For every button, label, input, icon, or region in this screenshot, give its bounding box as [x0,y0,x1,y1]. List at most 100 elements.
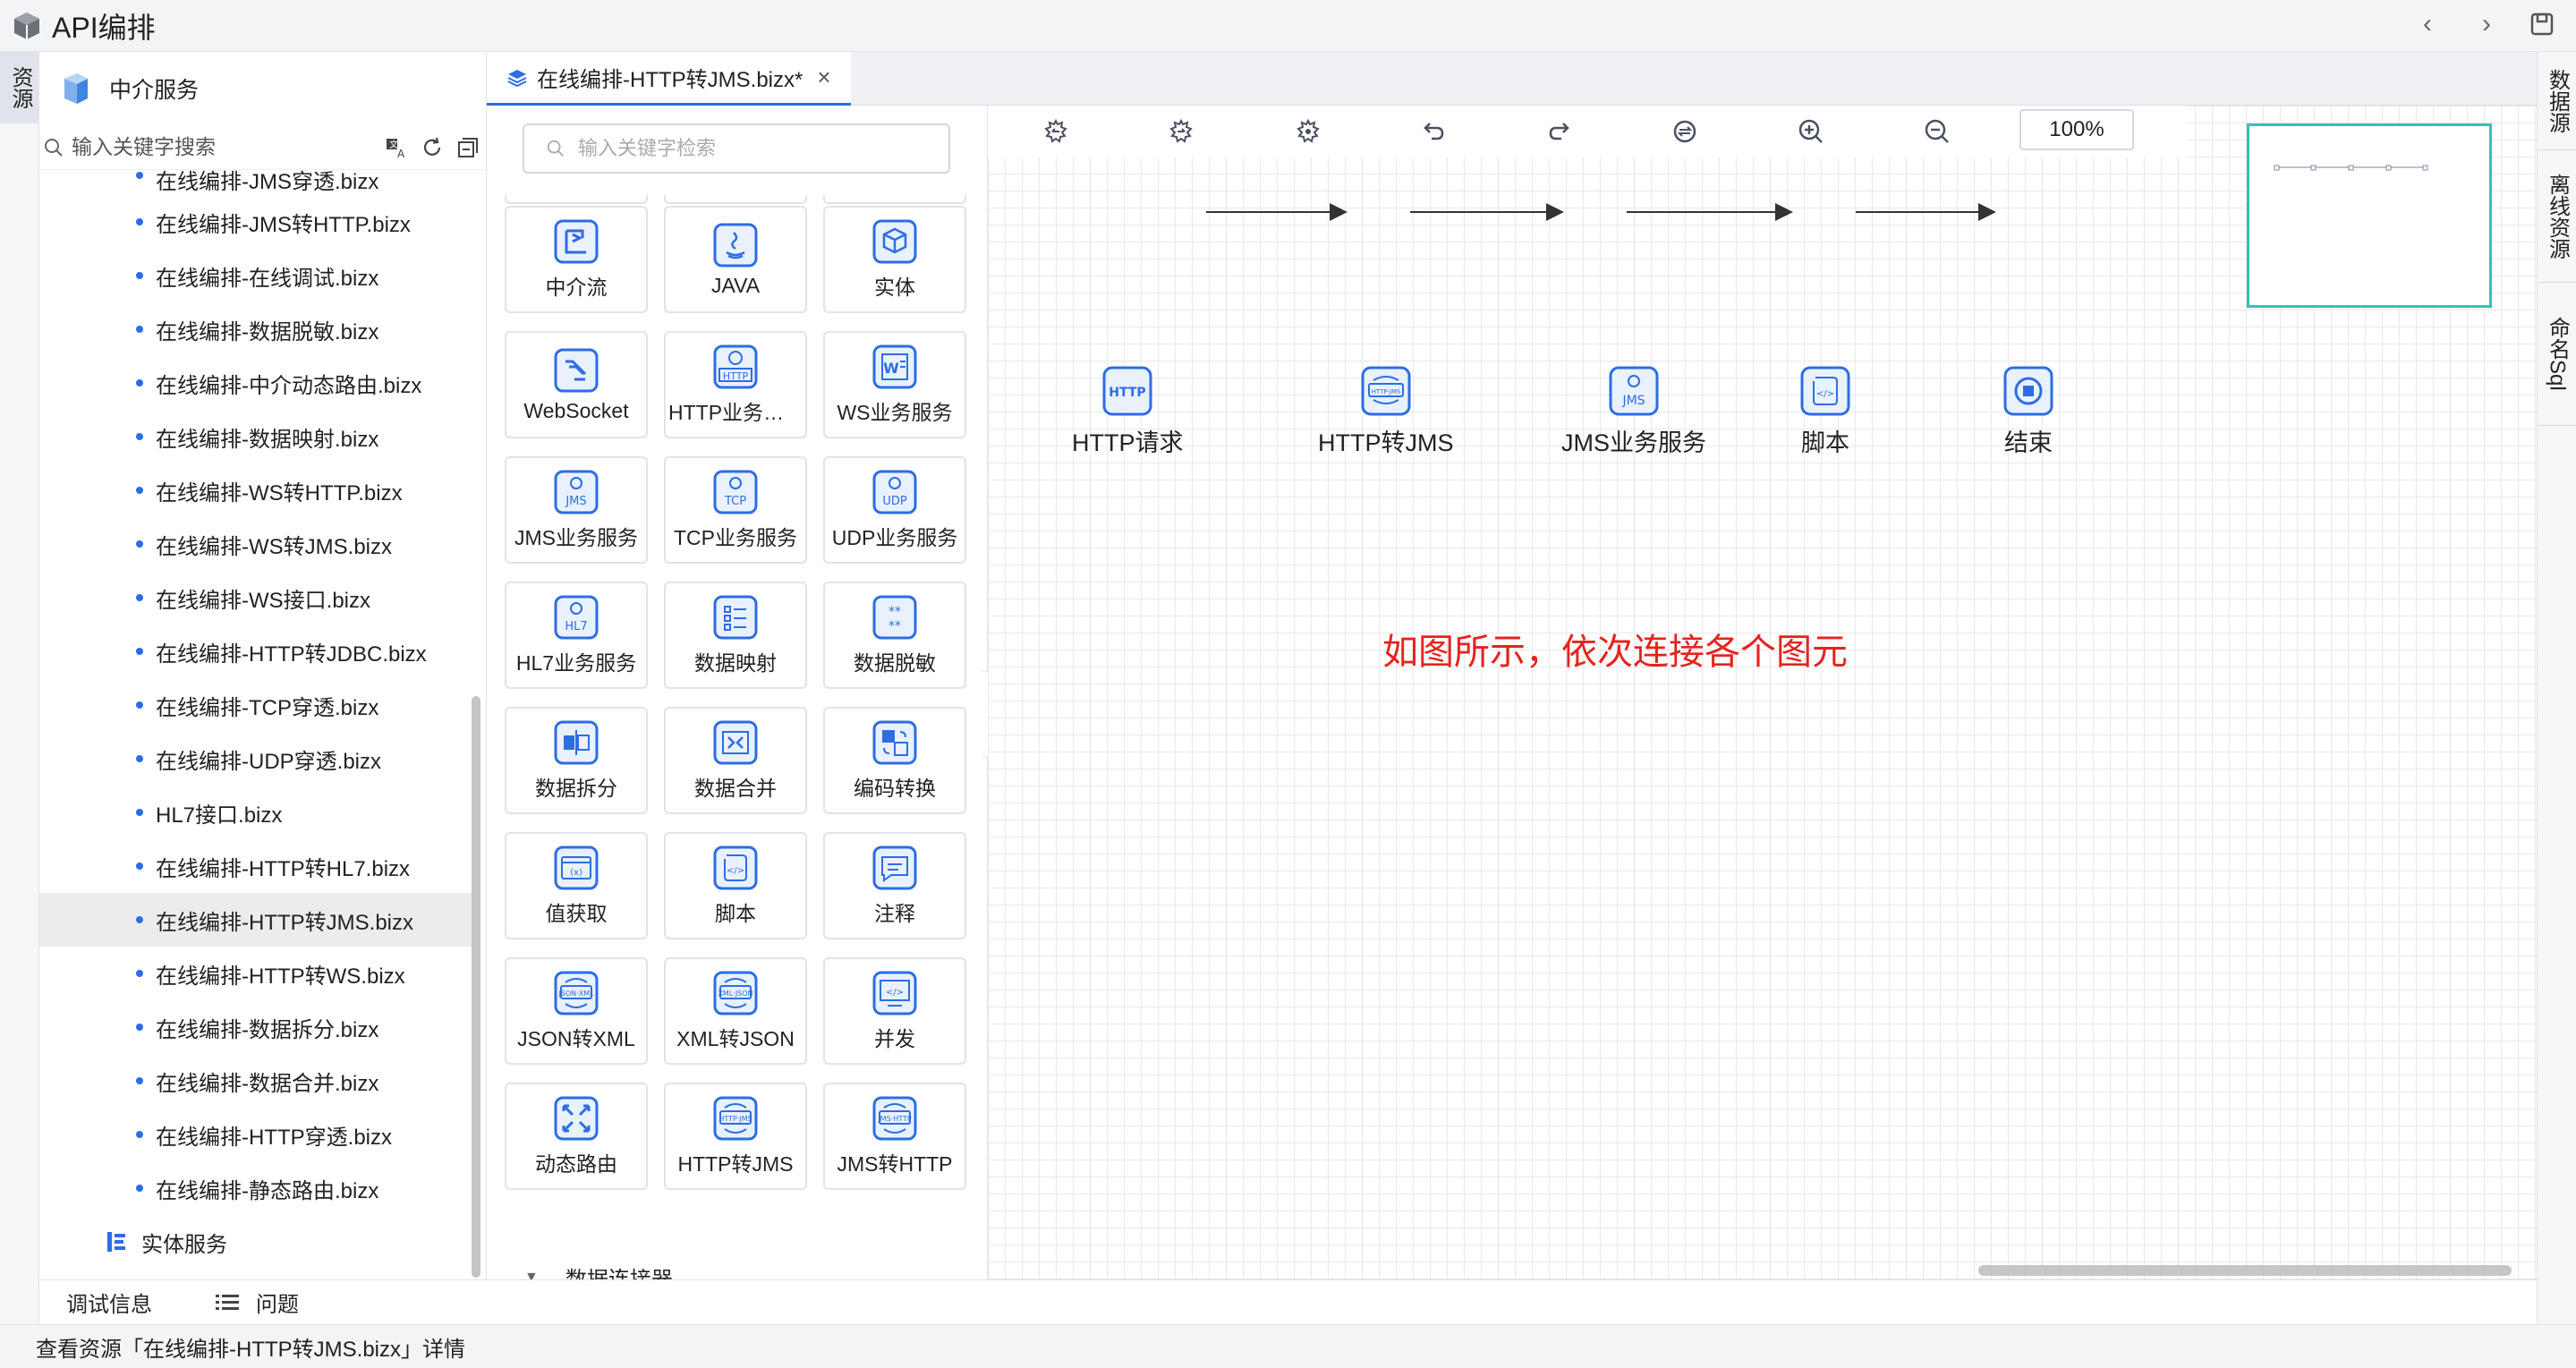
palette-item-jms-service[interactable]: JMS JMS业务服务 [505,456,648,564]
align-left-icon[interactable] [1041,117,1070,146]
tree-item[interactable]: 在线编排-WS转HTTP.bizx [39,463,472,517]
http-service-icon: HTTP [713,344,758,389]
minimap[interactable] [2247,123,2492,308]
list-icon [216,1294,239,1310]
flow-node-http-request[interactable]: HTTP HTTP请求 [1072,366,1184,458]
flow-node-http-to-jms[interactable]: HTTP·JMS HTTP转JMS [1318,366,1454,458]
refresh-icon[interactable] [419,134,446,161]
tcp-service-icon: TCP [713,470,758,514]
zoom-level-field[interactable]: 100% [2019,109,2134,150]
vtab-named-sql[interactable]: 命名Sql [2538,283,2576,426]
palette-item-data-split[interactable]: 数据拆分 [505,707,648,814]
resource-search-input[interactable] [72,135,376,159]
svg-text:W: W [883,360,899,377]
ws-service-icon: W [872,344,917,389]
palette-item-http-service[interactable]: HTTP HTTP业务服务 [664,331,807,438]
palette-item-http-to-jms[interactable]: HTTP·JMS HTTP转JMS [664,1083,807,1190]
java-icon [713,223,758,267]
svg-text:A: A [397,148,405,159]
tree-item[interactable]: 在线编排-WS接口.bizx [39,571,472,625]
search-icon [45,138,63,157]
tree-item[interactable]: 在线编排-TCP穿透.bizx [39,678,472,732]
tree-item[interactable]: 在线编排-数据脱敏.bizx [39,302,472,356]
palette-item-xml-to-json[interactable]: XML·JSON XML转JSON [664,957,807,1065]
component-palette: 中介流 JAVA 实体 WebSocket HTTP HTTP业务服务 W WS… [487,106,988,1292]
palette-item-jms-to-http[interactable]: JMS·HTTP JMS转HTTP [823,1083,966,1190]
undo-icon[interactable] [1419,117,1448,146]
palette-item-websocket[interactable]: WebSocket [505,331,648,438]
palette-item-mediation-flow[interactable]: 中介流 [505,206,648,313]
collapse-all-icon[interactable] [455,134,481,161]
flow-canvas[interactable]: 100% [988,106,2537,1279]
auto-layout-icon[interactable] [1671,117,1699,146]
align-right-icon[interactable] [1294,117,1322,146]
tree-item[interactable]: 在线编排-在线调试.bizx [39,249,472,302]
palette-item-udp-service[interactable]: UDP UDP业务服务 [823,456,966,564]
tree-item[interactable]: 在线编排-数据映射.bizx [39,410,472,463]
palette-item-data-masking[interactable]: **** 数据脱敏 [823,582,966,689]
palette-item-data-merge[interactable]: 数据合并 [664,707,807,814]
palette-item-partial [823,195,966,204]
palette-item-java[interactable]: JAVA [664,206,807,313]
palette-item-dynamic-route[interactable]: 动态路由 [505,1083,648,1190]
palette-item-encoding-convert[interactable]: 编码转换 [823,707,966,814]
editor-area: 在线编排-HTTP转JMS.bizx* × 中介流 JAVA [487,52,2537,1292]
flow-connectors [1206,203,1996,221]
tab-problems[interactable]: 问题 [215,1287,299,1318]
redo-icon[interactable] [1545,117,1574,146]
palette-item-tcp-service[interactable]: TCP TCP业务服务 [664,456,807,564]
resource-header: 中介服务 [39,52,486,125]
flow-node-jms-service[interactable]: JMS JMS业务服务 [1561,366,1706,458]
tree-item[interactable]: 在线编排-JMS穿透.bizx [39,170,472,195]
palette-item-value-get[interactable]: (x) 值获取 [505,832,648,939]
tree-item[interactable]: 在线编排-HTTP转WS.bizx [39,947,472,1000]
palette-item-ws-service[interactable]: W WS业务服务 [823,331,966,438]
tree-item[interactable]: 在线编排-HTTP转HL7.bizx [39,839,472,893]
script-icon: </> [713,845,758,890]
tree-folder-entity-service[interactable]: 实体服务 [39,1215,472,1269]
palette-item-concurrent[interactable]: </> 并发 [823,957,966,1065]
tree-item[interactable]: 在线编排-数据合并.bizx [39,1054,472,1108]
palette-item-comment[interactable]: 注释 [823,832,966,939]
close-icon[interactable]: × [817,64,831,90]
bottom-panel-tabs: 调试信息 问题 [39,1279,2537,1324]
right-side-strip: 数据源 离线资源 命名Sql [2537,52,2576,1324]
svg-text:XML·JSON: XML·JSON [718,990,752,998]
vtab-datasource[interactable]: 数据源 [2538,52,2576,150]
tree-item[interactable]: 在线编排-UDP穿透.bizx [39,732,472,786]
svg-text:JMS·HTTP: JMS·HTTP [877,1115,912,1123]
tree-item[interactable]: 在线编排-数据拆分.bizx [39,1000,472,1054]
editor-tab-active[interactable]: 在线编排-HTTP转JMS.bizx* × [487,52,851,106]
save-icon[interactable] [2529,12,2555,37]
tree-scrollbar[interactable] [472,696,480,1278]
forward-icon[interactable]: › [2482,9,2491,38]
canvas-horizontal-scrollbar[interactable] [1978,1265,2512,1276]
zoom-in-icon[interactable] [1797,117,1825,146]
palette-item-json-to-xml[interactable]: JSON·XML JSON转XML [505,957,648,1065]
tree-item-selected[interactable]: 在线编排-HTTP转JMS.bizx [39,893,472,947]
zoom-out-icon[interactable] [1923,117,1951,146]
tree-item[interactable]: 在线编排-中介动态路由.bizx [39,356,472,410]
vtab-resource[interactable]: 资源 [0,52,39,123]
vtab-offline-resource[interactable]: 离线资源 [2538,150,2576,283]
resource-search-bar: 文A [39,125,486,170]
palette-item-data-mapping[interactable]: 数据映射 [664,582,807,689]
palette-item-hl7-service[interactable]: HL7 HL7业务服务 [505,582,648,689]
palette-item-entity[interactable]: 实体 [823,206,966,313]
align-center-icon[interactable] [1167,117,1195,146]
flow-node-end[interactable]: 结束 [2003,366,2053,458]
tree-item[interactable]: 在线编排-HTTP转JDBC.bizx [39,625,472,678]
tree-item[interactable]: HL7接口.bizx [39,786,472,839]
palette-item-script[interactable]: </> 脚本 [664,832,807,939]
tab-debug-info[interactable]: 调试信息 [66,1293,152,1317]
palette-search-input[interactable] [578,137,936,160]
flow-node-script[interactable]: </> 脚本 [1800,366,1850,458]
tree-item[interactable]: 在线编排-WS转JMS.bizx [39,517,472,571]
tree-item[interactable]: 在线编排-静态路由.bizx [39,1161,472,1215]
data-mapping-icon [713,595,758,640]
tree-item[interactable]: 在线编排-HTTP穿透.bizx [39,1108,472,1161]
back-icon[interactable]: ‹ [2423,9,2432,38]
dynamic-route-icon [554,1096,599,1141]
tree-item[interactable]: 在线编排-JMS转HTTP.bizx [39,195,472,249]
